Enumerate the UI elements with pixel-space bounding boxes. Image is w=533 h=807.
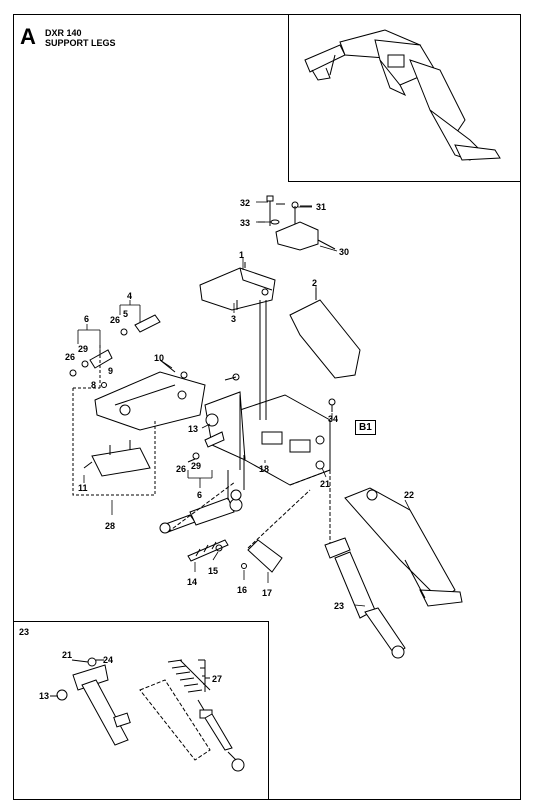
callout-13: 13 [188,424,199,434]
callout-8: 8 [91,380,97,390]
callout-31: 31 [316,202,327,212]
callout-29: 29 [191,461,202,471]
callout-24: 24 [103,655,114,665]
model-name: DXR 140 [45,28,82,38]
bracket-10 [94,371,206,431]
callout-5: 5 [123,309,129,319]
callout-6: 6 [197,490,203,500]
callout-18: 18 [259,464,270,474]
callout-17: 17 [262,588,273,598]
callout-23: 23 [334,601,345,611]
foot-plate-group-28 [72,388,156,496]
callout-26: 26 [110,315,121,325]
callout-4: 4 [127,291,133,301]
callout-29: 29 [78,344,89,354]
callout-21-detail: 21 [62,650,73,660]
callout-11: 11 [78,483,88,493]
callout-21: 21 [320,479,331,489]
cylinder-right [324,537,351,559]
callout-30: 30 [339,247,350,257]
assembled-leg-overview [304,29,501,161]
callout-15: 15 [208,566,219,576]
callout-32: 32 [240,198,251,208]
cylinder-detail-23 [50,657,245,772]
callout-27: 27 [212,674,223,684]
leader-lines [77,201,411,607]
callout-2: 2 [312,278,318,288]
callout-22: 22 [404,490,415,500]
bracket-30 [275,221,319,251]
callout-28: 28 [105,521,116,531]
callout-6: 6 [84,314,90,324]
plate-17 [247,539,283,573]
callout-26: 26 [176,464,187,474]
page-title: SUPPORT LEGS [45,38,116,48]
detail-inset-label: 23 [19,627,30,637]
callout-10: 10 [154,353,165,363]
overview-inset-frame [288,14,521,182]
cover-2 [289,299,361,379]
section-letter: A [20,24,36,49]
callout-3: 3 [231,314,237,324]
callout-14: 14 [187,577,198,587]
callout-33: 33 [240,218,251,228]
reference-box: B1 [355,420,376,435]
support-leg-22 [344,487,456,601]
callout-34: 34 [328,414,339,424]
detail-inset-frame [13,621,269,800]
callout-16: 16 [237,585,248,595]
callout-1: 1 [239,250,245,260]
callout-26: 26 [65,352,76,362]
callout-9: 9 [108,366,114,376]
callout-13-detail: 13 [39,691,50,701]
